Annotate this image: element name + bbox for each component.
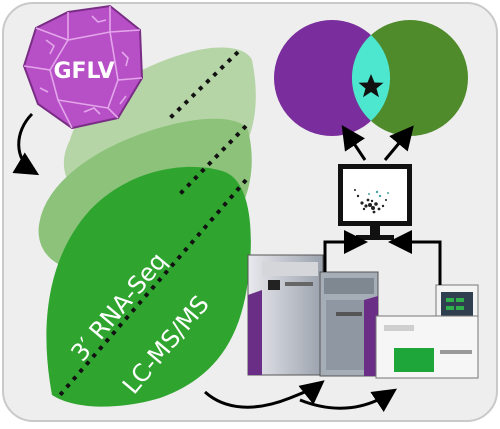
dotted-line-leaf bbox=[58, 178, 248, 397]
virus-label: GFLV bbox=[53, 59, 114, 84]
lcms-instrument bbox=[247, 254, 379, 377]
arrow-leaf-to-lcms-icon bbox=[203, 380, 325, 409]
arrow-lcms-to-monitor-icon bbox=[323, 230, 368, 272]
dotted-line-middle bbox=[176, 124, 248, 198]
arrow-to-venn-left-icon bbox=[341, 125, 367, 161]
star-icon bbox=[358, 74, 384, 98]
arrow-sequencer-to-monitor-icon bbox=[388, 230, 442, 285]
leaf-dark bbox=[46, 166, 251, 407]
ms-purple-panel bbox=[364, 296, 378, 376]
leaf-stack bbox=[38, 47, 256, 407]
monitor-icon bbox=[338, 164, 412, 240]
virus-particle: GFLV bbox=[22, 4, 144, 130]
arrow-to-venn-right-icon bbox=[383, 125, 414, 161]
infection-arrow-icon bbox=[12, 112, 40, 176]
sequencer-green-panel bbox=[394, 348, 434, 372]
venn-diagram bbox=[274, 20, 468, 136]
scatter-highlight-icon bbox=[368, 190, 389, 198]
scatter-plot-icon bbox=[354, 189, 387, 214]
virus-facets bbox=[23, 6, 143, 129]
arrow-lcms-to-sequencer-icon bbox=[299, 388, 397, 412]
sequencer-instrument bbox=[375, 284, 479, 379]
dotted-lines bbox=[58, 50, 248, 397]
lcms-purple-panel bbox=[248, 290, 262, 375]
